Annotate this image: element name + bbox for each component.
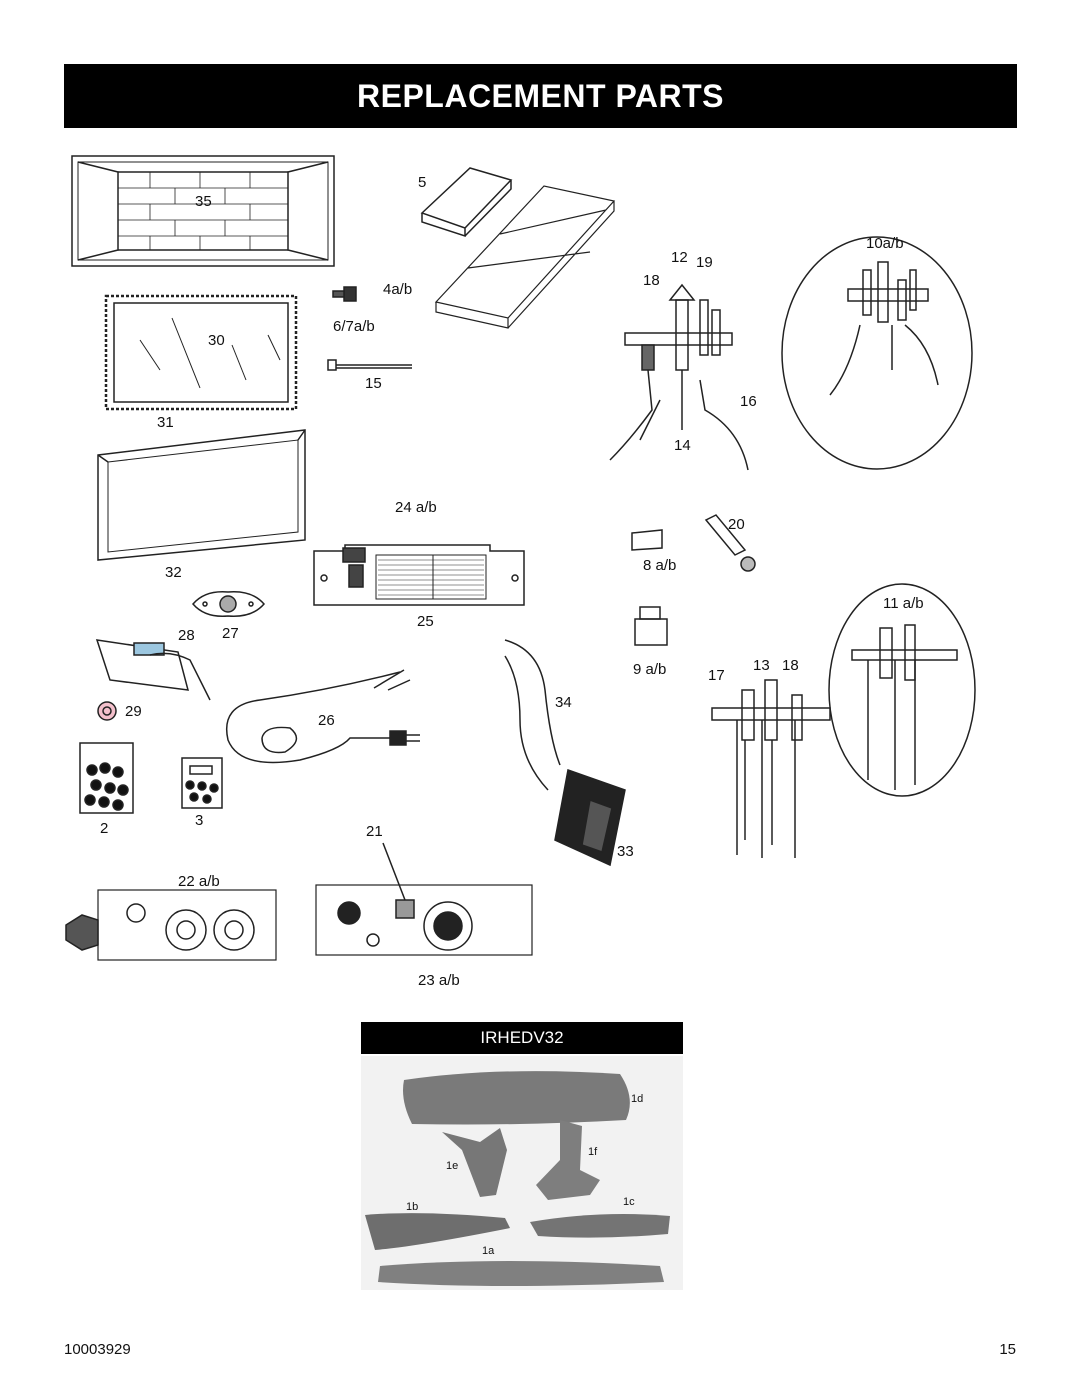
label-35: 35 <box>195 193 212 210</box>
log-label-1a: 1a <box>482 1245 495 1257</box>
control-module-drawing <box>504 639 626 867</box>
label-26: 26 <box>318 712 335 729</box>
firebox-liner-drawing <box>71 155 335 267</box>
label-33: 33 <box>617 843 634 860</box>
bracket-8-drawing <box>631 529 663 551</box>
pilot-assembly-drawing <box>609 283 749 471</box>
label-2: 2 <box>100 820 109 837</box>
label-22ab: 22 a/b <box>178 873 220 890</box>
power-cord-drawing <box>226 669 420 764</box>
label-25: 25 <box>417 613 434 630</box>
burner-detail-drawing <box>828 583 976 797</box>
glass-frame-drawing <box>97 429 306 561</box>
label-9ab: 9 a/b <box>633 661 667 678</box>
label-18-bottom: 18 <box>782 657 799 674</box>
log-label-1f: 1f <box>588 1146 598 1158</box>
label-3: 3 <box>195 812 204 829</box>
label-18-top: 18 <box>643 272 660 289</box>
log-set-photo <box>361 1056 683 1290</box>
fitting-9-drawing <box>634 606 668 646</box>
label-32: 32 <box>165 564 182 581</box>
lava-bag-drawing <box>181 757 223 809</box>
ignition-module-drawing <box>315 842 533 956</box>
lower-pilot-drawing <box>711 679 831 858</box>
label-17: 17 <box>708 667 725 684</box>
label-12: 12 <box>671 249 688 266</box>
label-31: 31 <box>157 414 174 431</box>
label-21: 21 <box>366 823 383 840</box>
label-8ab: 8 a/b <box>643 557 677 574</box>
label-23ab: 23 a/b <box>418 972 460 989</box>
log-label-1e: 1e <box>446 1160 459 1172</box>
label-24ab: 24 a/b <box>395 499 437 516</box>
page-title: REPLACEMENT PARTS <box>356 77 725 114</box>
label-34: 34 <box>555 694 572 711</box>
label-4ab: 4a/b <box>383 281 413 298</box>
burner-panel-drawing <box>434 185 616 329</box>
label-13: 13 <box>753 657 770 674</box>
model-header: IRHEDV32 <box>361 1022 683 1054</box>
page-header: REPLACEMENT PARTS <box>64 64 1017 128</box>
label-11ab: 11 a/b <box>883 595 924 612</box>
label-30: 30 <box>208 332 225 349</box>
label-20: 20 <box>728 516 745 533</box>
document-number: 10003929 <box>64 1341 131 1358</box>
gas-valve-drawing <box>65 889 277 961</box>
pilot-detail-drawing <box>781 236 973 470</box>
log-label-1c: 1c <box>623 1196 635 1208</box>
label-5: 5 <box>418 174 427 191</box>
label-29: 29 <box>125 703 142 720</box>
ember-bag-drawing <box>79 742 134 814</box>
label-19: 19 <box>696 254 713 271</box>
label-15: 15 <box>365 375 382 392</box>
label-67ab: 6/7a/b <box>333 318 375 335</box>
panel-drawing <box>420 167 513 238</box>
label-27: 27 <box>222 625 239 642</box>
screw-drawing <box>332 286 357 302</box>
knob-drawing <box>97 701 117 721</box>
log-label-1b: 1b <box>406 1201 419 1213</box>
rod-drawing <box>327 359 412 371</box>
label-28: 28 <box>178 627 195 644</box>
label-14: 14 <box>674 437 691 454</box>
log-label-1d: 1d <box>631 1093 644 1105</box>
model-name: IRHEDV32 <box>480 1028 564 1047</box>
label-16: 16 <box>740 393 757 410</box>
blower-drawing <box>313 544 525 606</box>
switch-bracket-drawing <box>95 639 211 701</box>
page-number: 15 <box>999 1341 1016 1358</box>
glass-door-drawing <box>104 294 298 411</box>
electrode-20-drawing <box>704 514 756 572</box>
grommet-drawing <box>192 591 265 617</box>
label-10ab: 10a/b <box>866 235 904 252</box>
